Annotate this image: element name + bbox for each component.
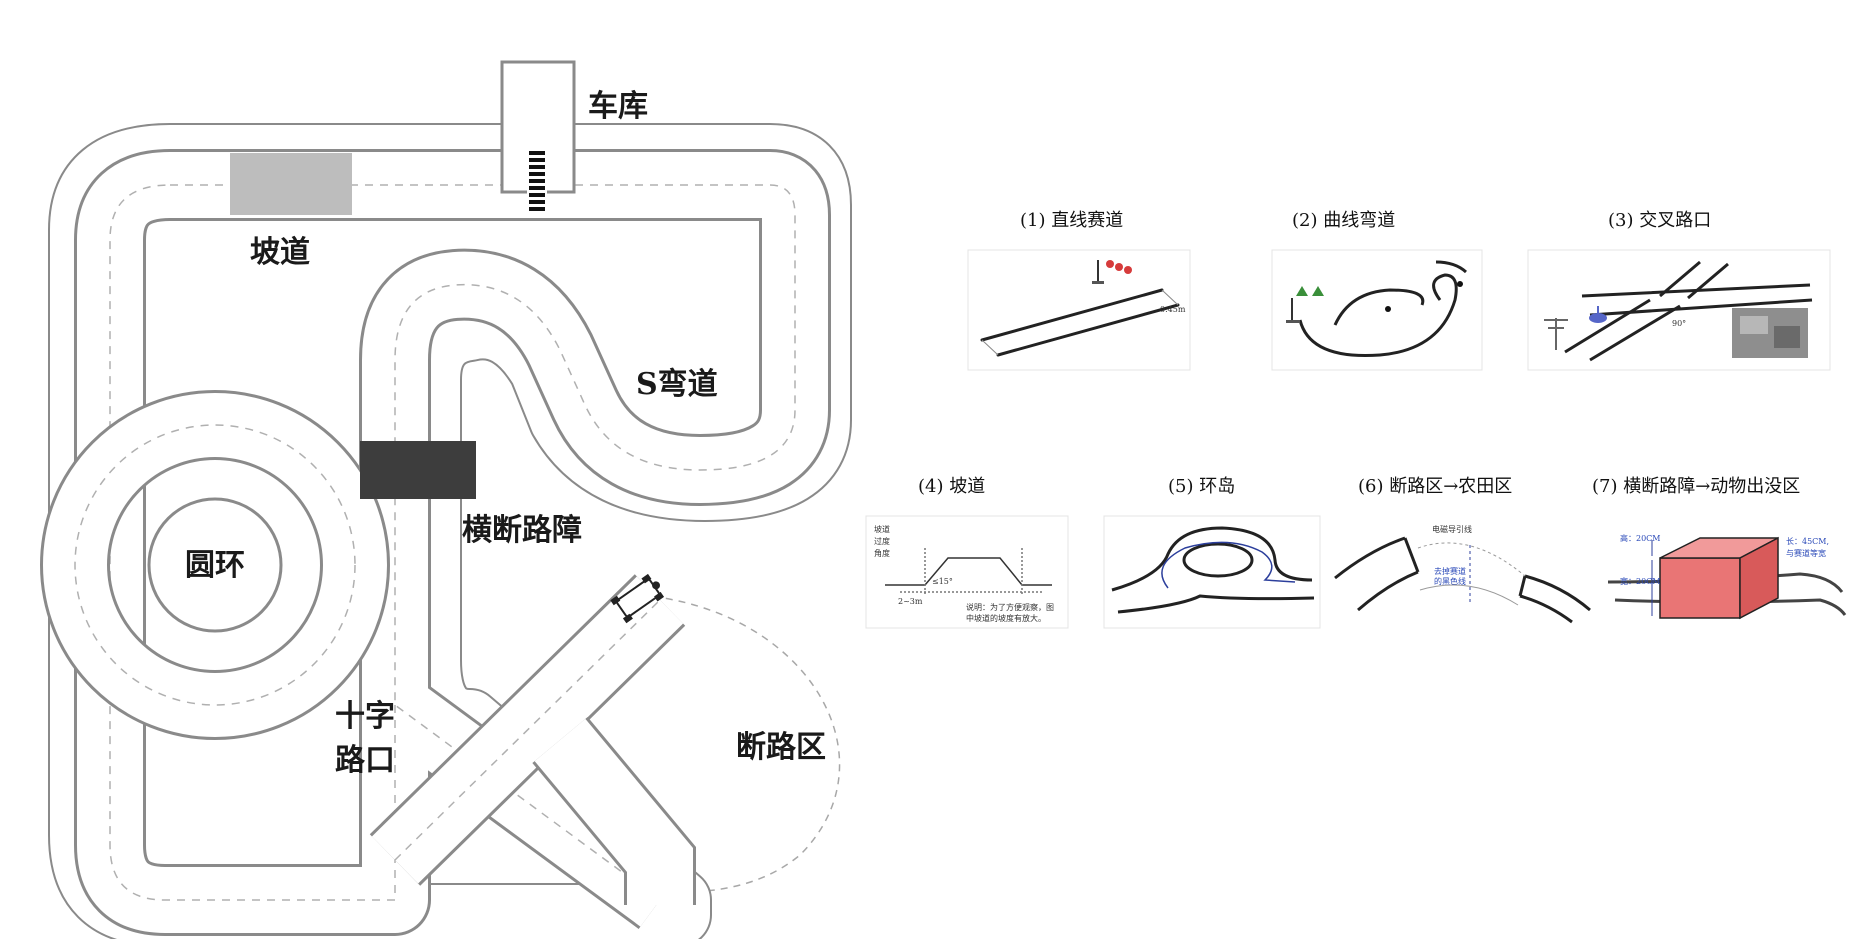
- ramp-legend-1: 坡道: [874, 524, 890, 534]
- track-map: 圆环: [75, 62, 840, 915]
- obstacle-height-label: 高：20CM: [1620, 533, 1661, 543]
- roundabout-label: 圆环: [185, 548, 245, 583]
- panel-caption: (7) 横断路障→动物出没区: [1592, 476, 1800, 497]
- panel-caption: (6) 断路区→农田区: [1358, 476, 1512, 497]
- ramp-label: 坡道: [250, 235, 310, 270]
- panel-roundabout: (5) 环岛: [1104, 476, 1320, 628]
- obstacle-width-label: 宽：20CM: [1620, 576, 1661, 586]
- s-curve-label: S弯道: [636, 367, 718, 402]
- obstacle-length-label-2: 与赛道等宽: [1786, 548, 1826, 558]
- panel-obstacle: (7) 横断路障→动物出没区 高：20CM 宽：20CM 长：45CM, 与赛道…: [1592, 476, 1845, 618]
- garage-label: 车库: [588, 89, 648, 124]
- panel-crossroad: (3) 交叉路口 90°: [1528, 210, 1830, 370]
- broken-guide-line-label: 电磁导引线: [1432, 524, 1472, 534]
- panel-curve: (2) 曲线弯道: [1272, 210, 1482, 370]
- ramp-section: [230, 153, 352, 215]
- ramp-legend-3: 角度: [874, 548, 890, 558]
- crossroad-label-line1: 十字: [335, 699, 395, 734]
- panel-caption: (3) 交叉路口: [1608, 210, 1711, 231]
- broken-removed-label-2: 的黑色线: [1434, 576, 1466, 586]
- panel-caption: (1) 直线赛道: [1020, 210, 1123, 231]
- obstacle-block: [1660, 538, 1778, 618]
- start-line: [527, 150, 547, 214]
- panel-straight: (1) 直线赛道 0.45m: [968, 210, 1190, 370]
- panel-caption: (4) 坡道: [918, 476, 985, 497]
- ramp-angle-label: ≤15°: [932, 577, 953, 586]
- obstacle-length-label-1: 长：45CM,: [1786, 536, 1829, 546]
- ramp-legend-2: 过度: [874, 536, 890, 546]
- panel-ramp: (4) 坡道 坡道 过度 角度 ≤15° 2~3m 说明：为了方便观察，图 中坡…: [866, 476, 1068, 628]
- panel-caption: (2) 曲线弯道: [1292, 210, 1395, 231]
- straight-width-label: 0.45m: [1160, 305, 1186, 314]
- ramp-note-2: 中坡道的坡度有放大。: [966, 613, 1046, 623]
- crossroad-photo-thumbnail: [1732, 308, 1808, 358]
- crossroad-label-line2: 路口: [335, 743, 395, 778]
- broken-road-label: 断路区: [736, 730, 826, 765]
- panel-caption: (5) 环岛: [1168, 476, 1235, 497]
- roadblock: [360, 441, 476, 499]
- ramp-note-1: 说明：为了方便观察，图: [966, 602, 1054, 612]
- ramp-length-label: 2~3m: [898, 597, 923, 606]
- broken-removed-label-1: 去掉赛道: [1434, 566, 1466, 576]
- crossroad-angle-label: 90°: [1672, 319, 1686, 328]
- panel-broken-road: (6) 断路区→农田区 电磁导引线 去掉赛道 的黑色线: [1335, 476, 1590, 622]
- roadblock-label: 横断路障: [462, 513, 582, 548]
